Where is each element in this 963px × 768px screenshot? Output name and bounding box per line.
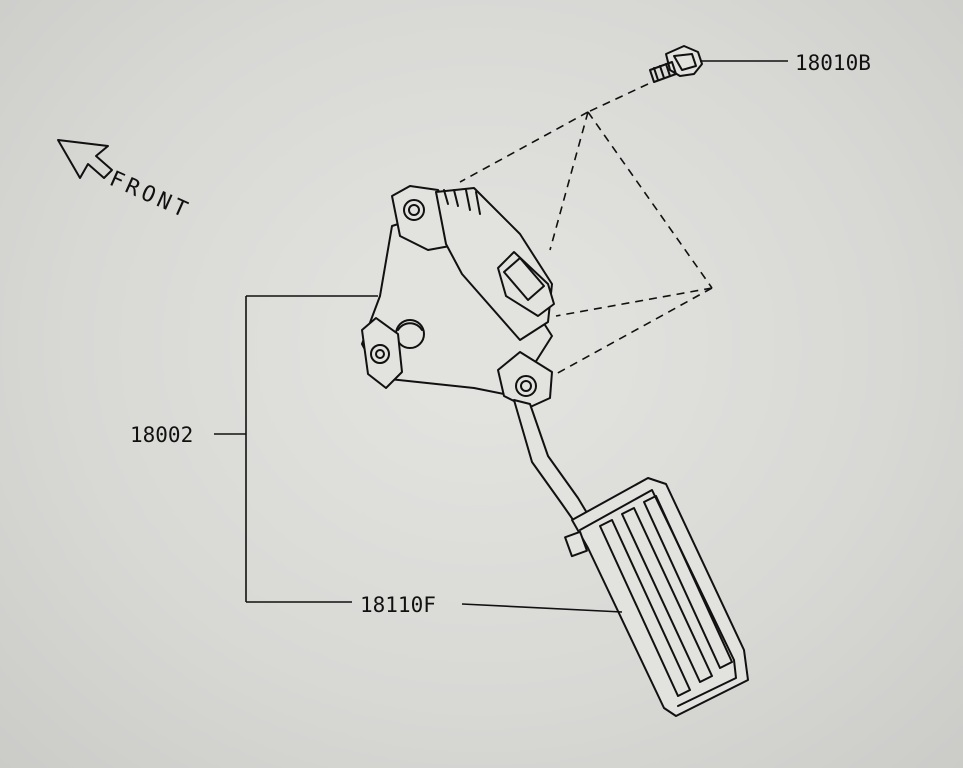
label-18010B: 18010B <box>795 51 871 75</box>
front-arrow-icon <box>57 139 113 179</box>
front-label: FRONT <box>106 167 195 225</box>
pedal-bracket-assembly <box>361 185 555 409</box>
pedal-arm <box>513 399 591 525</box>
bolt-icon <box>649 45 703 83</box>
leader-pedal-pad <box>461 603 623 613</box>
alignment-dashes <box>459 83 713 375</box>
pedal-pad <box>564 477 749 717</box>
label-18110F: 18110F <box>360 593 436 617</box>
group-bracket-18002 <box>214 295 378 603</box>
label-18002: 18002 <box>130 423 193 447</box>
